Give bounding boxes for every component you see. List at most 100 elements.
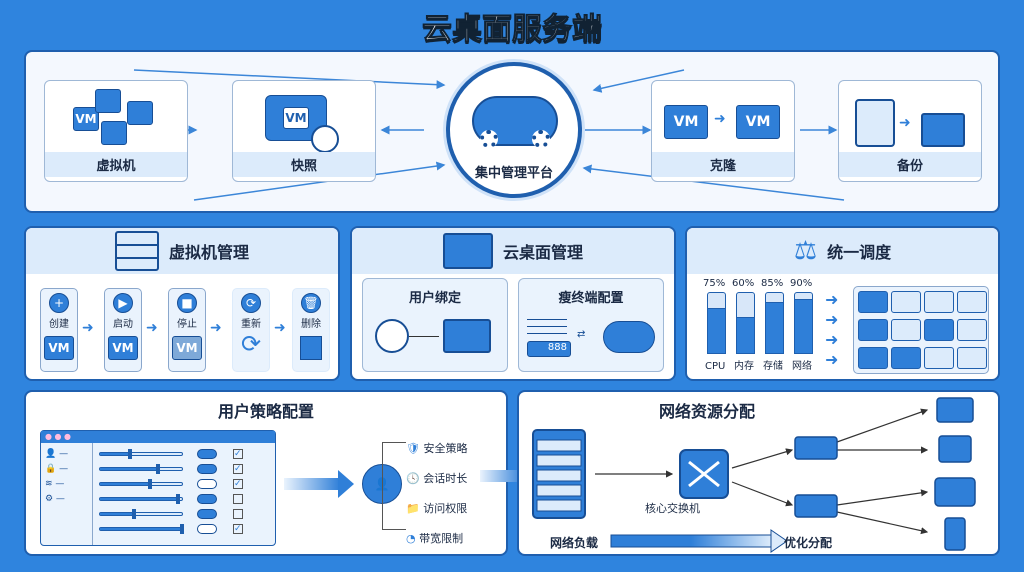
checkbox[interactable]: ✓ — [233, 524, 243, 534]
vm-card[interactable]: VM 虚拟机 — [44, 80, 188, 182]
plus-icon: + — [49, 293, 69, 313]
policy-row: ✓ — [99, 447, 269, 462]
resource-label: 内存 — [734, 361, 754, 372]
vm-badge: VM — [283, 107, 309, 129]
slider[interactable] — [99, 449, 183, 459]
policy-row: ✓ — [99, 477, 269, 492]
refresh-icon: ⟳ — [241, 293, 261, 313]
policy-row: ✓ — [99, 522, 269, 537]
step-label: 启动 — [113, 319, 133, 330]
slider[interactable] — [99, 464, 183, 474]
arrow-right-icon: ➜ — [82, 320, 94, 336]
sliders-icon — [527, 313, 567, 337]
usage-percent-label: 90% — [790, 278, 813, 289]
trash-icon — [300, 336, 322, 360]
monitor-cloud-icon — [442, 233, 493, 269]
vm-node — [957, 347, 987, 369]
vm-clone: VM — [736, 105, 780, 139]
center-label: 集中管理平台 — [474, 166, 553, 181]
usage-fill — [737, 317, 754, 353]
policy-security[interactable]: 🛡 安全策略 — [406, 434, 467, 464]
gauge-icon: ◔ — [406, 532, 416, 545]
snapshot-card[interactable]: VM 快照 — [232, 80, 376, 182]
slider[interactable] — [99, 479, 183, 489]
step-delete[interactable]: 🗑 删除 — [292, 288, 330, 372]
usage-bar — [794, 292, 813, 354]
core-switch-label: 核心交换机 — [645, 502, 700, 515]
desktop-management-panel: 云桌面管理 用户绑定 瘦终端配置 888 ⇄ — [350, 226, 676, 381]
clone-card[interactable]: VM ➜ VM 克隆 — [651, 80, 795, 182]
vm-node — [957, 291, 987, 313]
panel-title: 网络资源分配 — [659, 402, 756, 421]
snapshot-label: 快照 — [233, 152, 375, 177]
checkbox[interactable] — [233, 494, 243, 504]
slider[interactable] — [99, 494, 183, 504]
backup-label: 备份 — [839, 152, 981, 177]
policy-list: 🛡 安全策略 🕓 会话时长 📁 访问权限 ◔ 带宽限制 — [406, 434, 467, 554]
network-diagram — [532, 397, 976, 553]
vm-icon: VM — [108, 336, 138, 360]
laptop-icon — [936, 397, 974, 423]
checkbox[interactable] — [233, 509, 243, 519]
step-label: 删除 — [301, 319, 321, 330]
slider[interactable] — [99, 509, 183, 519]
usage-percent-label: 75% — [703, 278, 726, 289]
toggle[interactable] — [197, 449, 217, 459]
usage-fill — [708, 308, 725, 353]
central-management-platform[interactable]: 集中管理平台 — [446, 62, 582, 198]
backup-card[interactable]: ➜ 备份 — [838, 80, 982, 182]
step-start[interactable]: ▶ 启动 VM — [104, 288, 142, 372]
policy-row — [99, 492, 269, 507]
checkbox[interactable]: ✓ — [233, 449, 243, 459]
user-policy-panel: 用户策略配置 ● ● ● 👤 —🔒 —≋ —⚙ — ✓ ✓ ✓ ✓ 👤 🛡 安全… — [24, 390, 508, 556]
slider[interactable] — [99, 524, 184, 534]
arrow-right-icon: ➜ — [146, 320, 158, 336]
gear-icon — [480, 130, 498, 148]
usage-percent-label: 85% — [761, 278, 784, 289]
cloud-icon — [603, 321, 655, 353]
folder-lock-icon: 📁 — [406, 502, 420, 515]
step-restart[interactable]: ⟳重新⟳ — [232, 288, 270, 372]
load-bar — [610, 534, 772, 548]
tablet-icon — [934, 477, 976, 507]
user-binding-card[interactable]: 用户绑定 — [362, 278, 508, 372]
flow-arrow — [480, 470, 524, 482]
play-icon: ▶ — [113, 293, 133, 313]
policy-session[interactable]: 🕓 会话时长 — [406, 464, 467, 494]
page-title: 云桌面服务端 — [422, 12, 603, 48]
arrow-right-icon: ➜ — [274, 320, 286, 336]
usage-bar — [707, 292, 726, 354]
toggle[interactable] — [197, 509, 217, 519]
arrow-right-icon: ➜ — [210, 320, 222, 336]
toggle[interactable] — [197, 524, 217, 534]
access-switch-icon — [794, 494, 838, 518]
checkbox[interactable]: ✓ — [233, 479, 243, 489]
stop-icon: ■ — [177, 293, 197, 313]
toggle[interactable] — [197, 494, 217, 504]
phone-icon — [944, 517, 966, 551]
vm-node — [924, 291, 954, 313]
clone-label: 克隆 — [652, 152, 794, 177]
policy-row — [99, 507, 269, 522]
vm-node — [858, 347, 888, 369]
checkbox[interactable]: ✓ — [233, 464, 243, 474]
trash-icon: 🗑 — [301, 293, 321, 313]
resource-label: CPU — [705, 361, 726, 372]
vm-icon: VM — [44, 336, 74, 360]
vm-cubes-icon: VM — [73, 89, 161, 149]
policy-access[interactable]: 📁 访问权限 — [406, 494, 467, 524]
policy-bandwidth[interactable]: ◔ 带宽限制 — [406, 524, 467, 554]
server-icon — [114, 231, 159, 271]
monitor-lock-icon — [443, 319, 491, 353]
clock-icon — [311, 125, 339, 153]
toggle[interactable] — [197, 479, 217, 489]
sync-arrows-icon: ⇄ — [577, 329, 586, 340]
thin-client-card[interactable]: 瘦终端配置 888 ⇄ — [518, 278, 664, 372]
usage-bar — [765, 292, 784, 354]
vm-icon: VM — [172, 336, 202, 360]
usage-bar — [736, 292, 755, 354]
toggle[interactable] — [197, 464, 217, 474]
